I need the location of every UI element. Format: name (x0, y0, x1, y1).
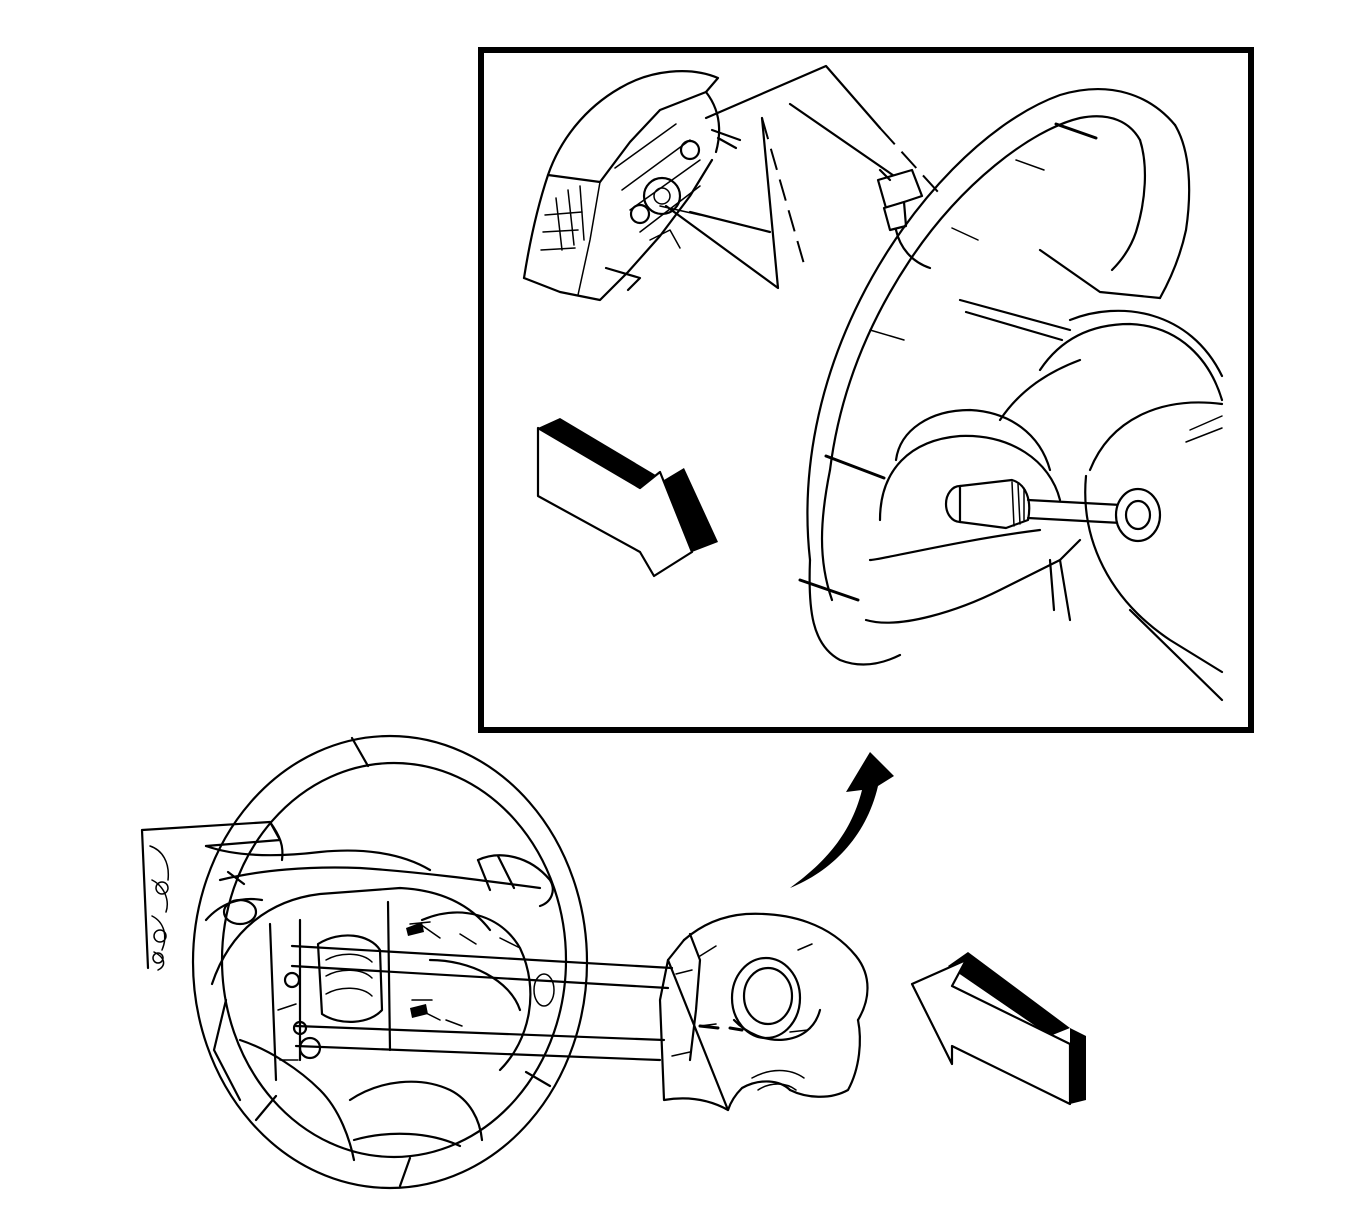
detail-inset (478, 47, 1254, 733)
steering-wheel-hub (210, 820, 555, 1162)
inset-steering-column (864, 309, 1224, 702)
inset-frame (478, 47, 1254, 733)
steering-column (140, 820, 554, 971)
inset-direction-arrow (536, 418, 718, 578)
retaining-fasteners (290, 921, 674, 1062)
steering-wheel (140, 734, 869, 1190)
inset-wiring-connector (664, 64, 939, 290)
callout-arrow (790, 752, 894, 888)
direction-arrow (910, 952, 1086, 1106)
inset-steering-wheel (798, 88, 1191, 666)
inset-airbag-module (522, 70, 742, 302)
airbag-module (658, 912, 869, 1112)
